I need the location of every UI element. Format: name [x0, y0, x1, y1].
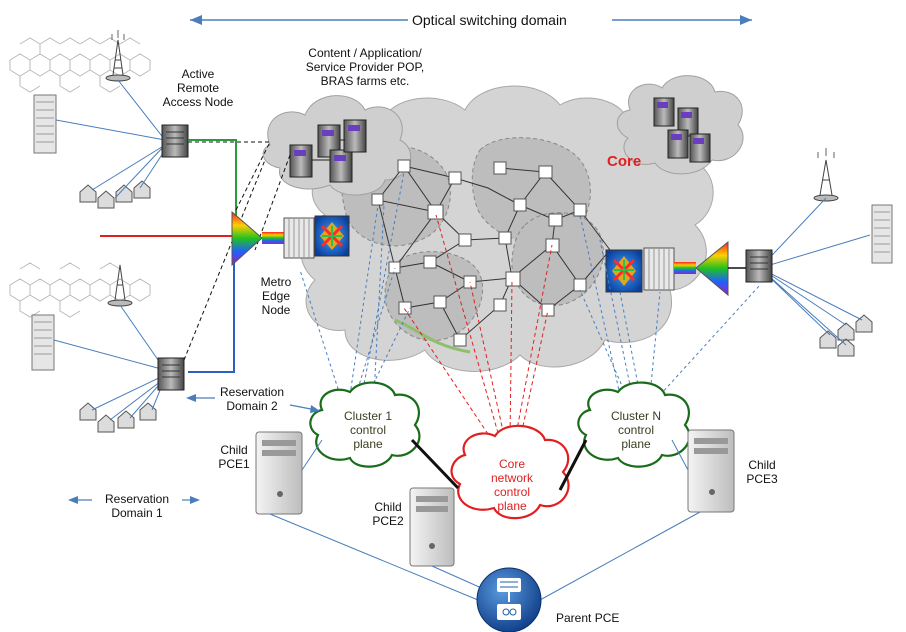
cluster-1-line: control — [349, 423, 387, 437]
reservation-domain-1-label: Reservation Domain 1 — [92, 492, 182, 520]
cell-grid-bottom-left — [9, 262, 151, 318]
core-control-line: Core — [498, 457, 525, 471]
reservation-domain-2-line: Reservation — [219, 385, 285, 399]
content-pop-line: Service Provider POP, — [305, 60, 425, 74]
cell-grid-top-left — [9, 37, 151, 93]
metro-edge-line: Metro — [260, 275, 292, 289]
access-links — [53, 79, 871, 421]
metro-edge-node-icon — [283, 215, 350, 259]
antenna-tower-icon — [105, 30, 131, 82]
reservation-domain-1-line: Domain 1 — [111, 506, 163, 520]
content-pop-label: Content / Application/ Service Provider … — [300, 46, 430, 88]
right-pop-servers — [653, 97, 711, 163]
access-node-icon — [157, 357, 185, 391]
optical-domain-arrow — [190, 15, 752, 25]
houses-icon — [819, 314, 873, 357]
core-control-line: network — [490, 471, 534, 485]
cluster-n-line: control — [617, 423, 655, 437]
building-icon — [33, 94, 57, 154]
optical-switching-domain-title: Optical switching domain — [412, 12, 567, 28]
reservation-domain-2-arrow — [186, 394, 320, 413]
child-pce2-line: PCE2 — [372, 514, 404, 528]
reservation-domain-1-arrow — [68, 496, 200, 504]
child-pce2-computer-icon — [409, 487, 455, 567]
child-pce1-label: Child PCE1 — [212, 443, 256, 471]
child-pce3-line: PCE3 — [746, 472, 778, 486]
fibre-lines — [100, 139, 291, 373]
cluster-1-line: Cluster 1 — [343, 409, 393, 423]
metro-edge-line: Node — [261, 303, 291, 317]
active-node-line: Access Node — [162, 95, 234, 109]
active-remote-access-node-label: Active Remote Access Node — [162, 67, 234, 109]
reservation-domain-2-line: Domain 2 — [226, 399, 278, 413]
cluster-1-label: Cluster 1 control plane — [322, 409, 414, 451]
clustern-control-links — [579, 214, 761, 396]
active-node-line: Remote — [176, 81, 220, 95]
building-icon — [871, 204, 893, 264]
child-pce3-label: Child PCE3 — [740, 458, 784, 486]
cluster-n-line: Cluster N — [610, 409, 661, 423]
child-pce2-line: Child — [374, 500, 402, 514]
core-control-plane-cloud — [450, 424, 570, 520]
child-pce3-computer-icon — [687, 429, 735, 513]
cluster-1-line: plane — [353, 437, 383, 451]
right-wavelength-mux-icon — [674, 240, 746, 297]
parent-pce-icon — [476, 567, 542, 632]
core-control-line: plane — [497, 499, 527, 513]
core-label: Core — [607, 153, 642, 170]
antenna-tower-icon — [813, 148, 839, 202]
metro-edge-node-label: Metro Edge Node — [254, 275, 298, 317]
inter-controller-links — [410, 438, 588, 491]
child-pce3-line: Child — [748, 458, 776, 472]
core-nodes — [371, 159, 587, 347]
metro-edge-line: Edge — [261, 289, 291, 303]
houses-icon — [79, 402, 157, 433]
child-pce2-label: Child PCE2 — [366, 500, 410, 528]
core-control-line: control — [493, 485, 531, 499]
cluster1-control-plane-cloud — [309, 381, 421, 468]
antenna-tower-icon — [107, 264, 133, 307]
cluster1-control-links — [299, 171, 411, 396]
cluster-n-label: Cluster N control plane — [590, 409, 682, 451]
reservation-domain-1-line: Reservation — [104, 492, 170, 506]
content-pop-line: Content / Application/ — [308, 46, 422, 60]
left-wavelength-mux-icon — [231, 210, 284, 267]
cluster-n-line: plane — [621, 437, 651, 451]
right-metro-node-icon — [605, 247, 675, 293]
child-pce1-computer-icon — [255, 431, 303, 515]
reservation-domain-2-label: Reservation Domain 2 — [212, 385, 292, 413]
content-pop-servers — [289, 119, 367, 183]
parent-pce-label: Parent PCE — [556, 611, 620, 625]
content-pop-line: BRAS farms etc. — [320, 74, 410, 88]
access-node-icon — [745, 249, 773, 283]
core-network-control-plane-label: Core network control plane — [472, 457, 552, 513]
houses-icon — [79, 180, 151, 209]
pce-links — [269, 439, 701, 601]
child-pce1-line: PCE1 — [218, 457, 250, 471]
child-pce1-line: Child — [220, 443, 248, 457]
core-control-links — [403, 214, 553, 441]
access-node-icon — [161, 124, 189, 158]
active-node-line: Active — [181, 67, 215, 81]
building-icon — [31, 314, 55, 371]
